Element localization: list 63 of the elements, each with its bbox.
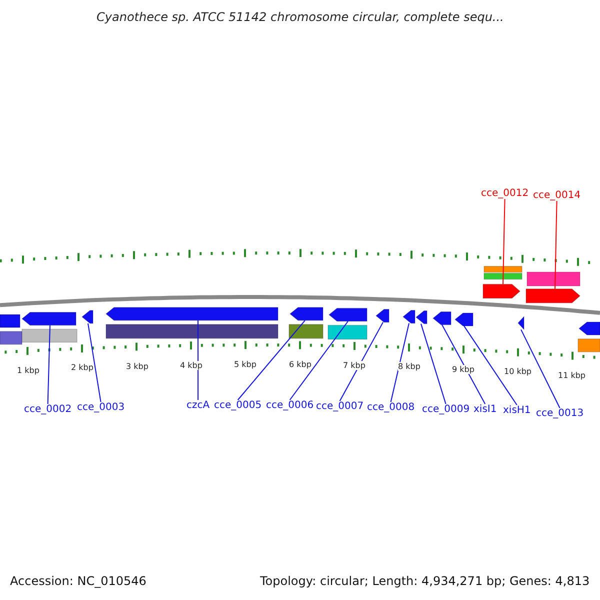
gene-feature <box>526 288 580 304</box>
leader-line <box>442 324 486 404</box>
gene-label: cce_0006 <box>266 400 314 411</box>
gene-bar <box>0 314 20 328</box>
gene-bar <box>578 338 600 352</box>
scale-label: 5 kbp <box>234 360 256 370</box>
gene-label: czcA <box>186 400 210 411</box>
gene-feature <box>518 316 524 330</box>
scale-label: 6 kbp <box>289 360 312 370</box>
gene-label: cce_0013 <box>536 408 584 419</box>
gene-bar <box>328 324 368 340</box>
leader-line <box>339 322 384 402</box>
gene-feature <box>482 284 520 298</box>
title-text: Cyanothece sp. ATCC 51142 chromosome circular, complete sequ... <box>96 10 504 24</box>
summary-text: Topology: circular; Length: 4,934,271 bp; Genes: 4,813 <box>260 574 590 588</box>
gene-feature <box>82 310 94 324</box>
gene-bar <box>288 324 324 339</box>
gene-bar <box>106 324 278 339</box>
gene-feature <box>402 310 416 324</box>
gene-label: xisI1 <box>474 404 497 415</box>
scale-label: 4 kbp <box>180 360 202 370</box>
leader-line <box>502 198 506 285</box>
leader-line <box>464 325 518 406</box>
scale-label: 3 kbp <box>126 362 148 371</box>
scale-label: 7 kbp <box>343 360 366 370</box>
leader-line <box>289 320 348 400</box>
gene-label: cce_0009 <box>422 404 470 415</box>
gene-feature <box>376 309 390 323</box>
gene-label: cce_0003 <box>77 402 125 413</box>
accession-text: Accession: NC_010546 <box>10 574 146 588</box>
gene-label: cce_0012 <box>481 188 529 199</box>
leader-line <box>390 322 410 402</box>
gene-bar <box>484 266 522 273</box>
scale-label: 11 kbp <box>558 370 586 380</box>
leader-line <box>88 322 102 402</box>
gene-feature <box>328 308 368 322</box>
leader-line <box>554 200 558 290</box>
leader-line <box>420 323 446 404</box>
gene-label: cce_0002 <box>24 404 72 415</box>
scale-label: 8 kbp <box>398 362 420 372</box>
gene-feature <box>290 307 324 321</box>
scale-label: 1 kbp <box>17 366 40 375</box>
leader-line <box>47 324 50 404</box>
leader-line <box>237 320 306 400</box>
scale-label: 10 kbp <box>504 367 532 376</box>
gene-bar <box>526 272 580 286</box>
gene-bar <box>484 273 522 280</box>
gene-feature <box>432 312 452 326</box>
gene-label: cce_0008 <box>367 402 415 413</box>
gene-label: xisH1 <box>503 405 531 416</box>
scale-label: 2 kbp <box>71 363 94 372</box>
leader-line <box>520 329 560 408</box>
gene-feature <box>106 307 278 321</box>
gene-label: cce_0014 <box>533 190 581 201</box>
gene-label: cce_0005 <box>214 400 262 411</box>
gene-bar <box>0 331 22 345</box>
leader-line <box>198 320 199 400</box>
gene-feature <box>416 310 428 324</box>
gene-feature <box>454 312 474 326</box>
gene-feature <box>578 322 600 336</box>
gene-bar <box>22 328 78 342</box>
gene-label: cce_0007 <box>316 401 364 412</box>
scale-label: 9 kbp <box>452 364 474 374</box>
